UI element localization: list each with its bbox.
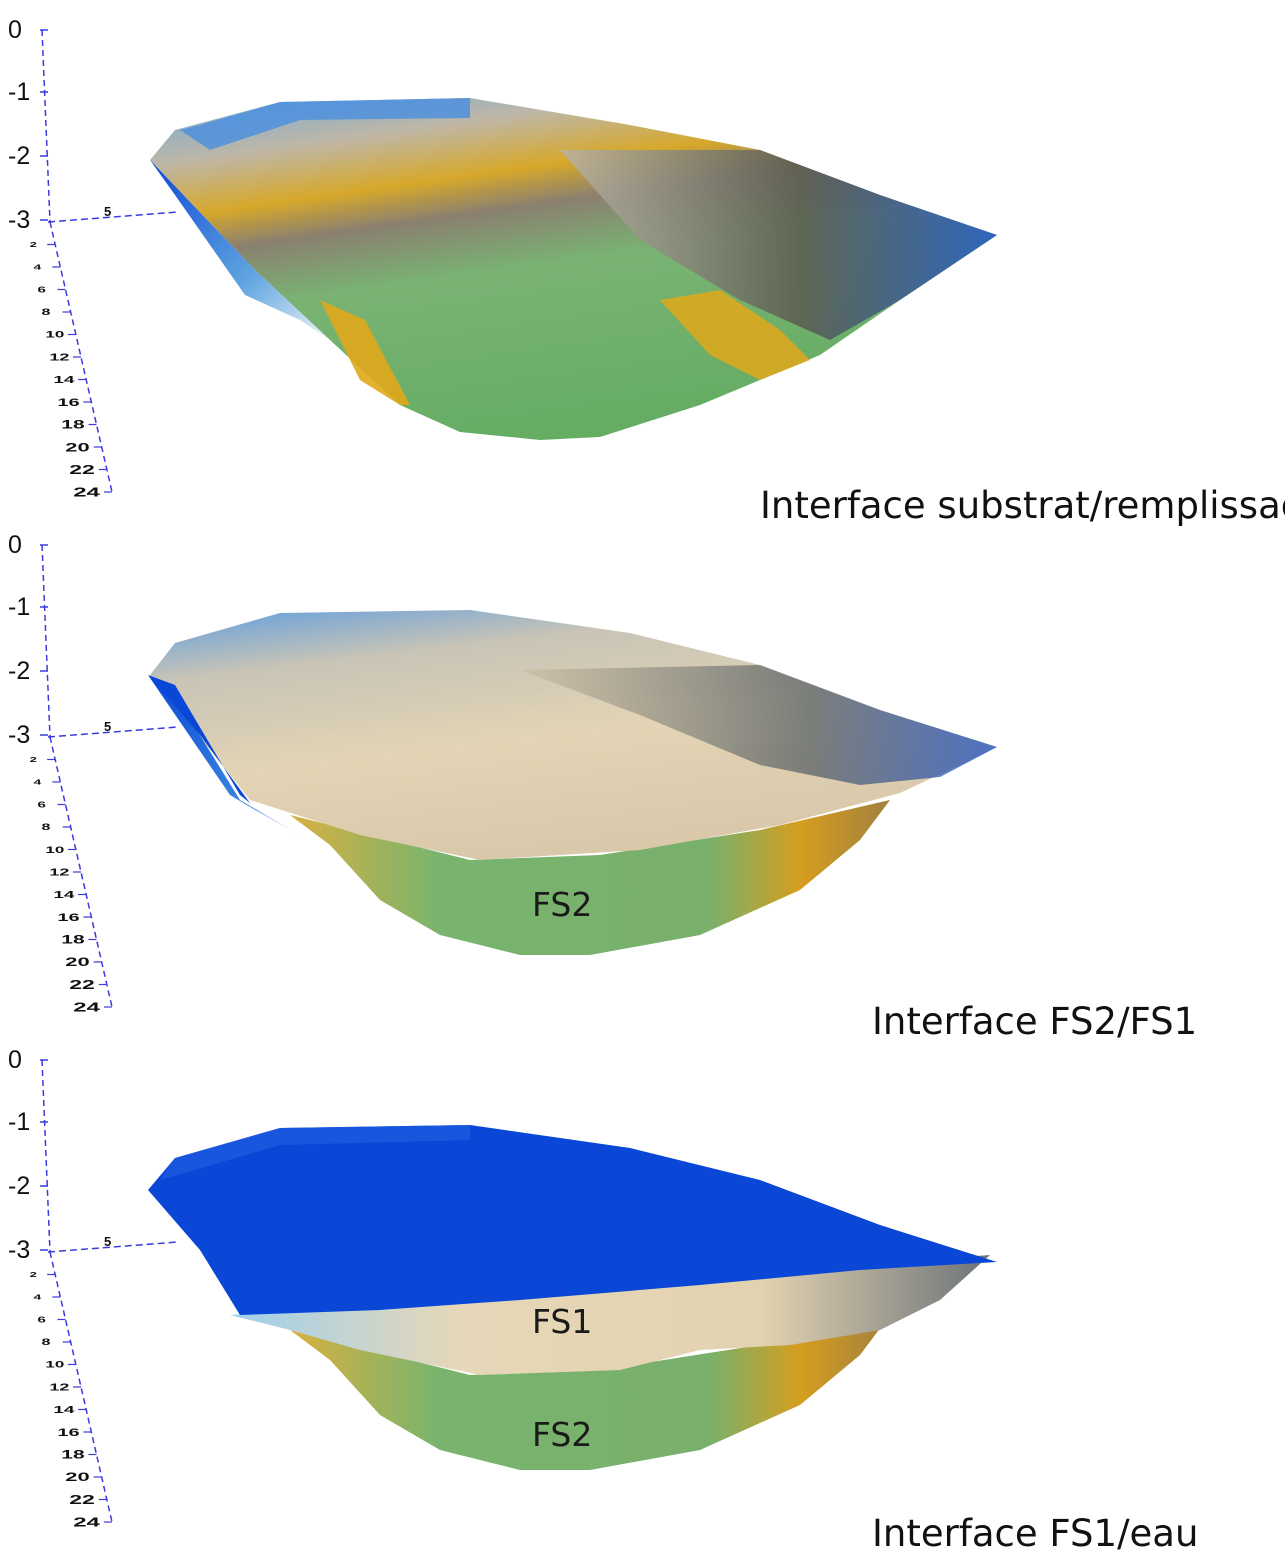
axis-depth-label: 6 xyxy=(38,800,47,810)
axis-line-upper xyxy=(41,29,51,223)
panel-caption: Interface FS1/eau xyxy=(872,1512,1199,1555)
axis-tick-label: -1 xyxy=(8,593,30,621)
axis-depth-label: 10 xyxy=(45,845,64,855)
axis-depth-label: 16 xyxy=(57,1426,79,1438)
axis-depth-label: 2 xyxy=(30,242,37,249)
axis-tick-label: -1 xyxy=(8,78,30,106)
axis-guide-line xyxy=(47,211,179,223)
axis-depth-label: 16 xyxy=(57,911,79,923)
axis-depth-label: 24 xyxy=(73,485,100,500)
axis-tick-label: -3 xyxy=(8,206,30,234)
axis-depth-label: 22 xyxy=(69,1492,95,1506)
axis-marker-label: 5 xyxy=(104,719,111,734)
axis-depth-label: 2 xyxy=(30,1272,37,1279)
axis-tick-label: -3 xyxy=(8,721,30,749)
axis-depth-label: 4 xyxy=(34,264,43,272)
axis-depth-label: 20 xyxy=(65,1470,90,1484)
axis-tick-label: -1 xyxy=(8,1108,30,1136)
layer-label-fs2: FS2 xyxy=(532,1415,593,1454)
axis-tick-label: 0 xyxy=(8,16,22,44)
axis-line-upper xyxy=(41,1059,51,1253)
axis-tick-label: -2 xyxy=(8,1172,30,1200)
axis-depth-label: 8 xyxy=(41,1337,50,1347)
axis-marker-label: 5 xyxy=(104,204,111,219)
axis-depth-label: 14 xyxy=(53,889,75,901)
panel-fs1-eau: FS1 FS2 Interface FS1/eau xyxy=(0,1030,1285,1555)
axis-depth-label: 14 xyxy=(53,1404,75,1416)
axis-depth-label: 24 xyxy=(73,1515,100,1530)
axis-depth-label: 8 xyxy=(41,307,50,317)
axis-depth-label: 4 xyxy=(34,779,43,787)
axis-depth-label: 22 xyxy=(69,462,95,476)
layer-label-fs1: FS1 xyxy=(532,1302,593,1341)
axis-depth-label: 20 xyxy=(65,955,90,969)
axis-depth-label: 16 xyxy=(57,396,79,408)
axis-guide-line xyxy=(47,726,179,738)
axis-guide-line xyxy=(47,1241,179,1253)
panel-substrat: Interface substrat/remplissage xyxy=(0,0,1285,527)
axis-depth-label: 6 xyxy=(38,285,47,295)
basin-surface-3 xyxy=(148,1125,997,1470)
axis-depth-label: 18 xyxy=(61,933,84,946)
axis-depth-label: 12 xyxy=(49,1382,69,1393)
axis-depth-label: 14 xyxy=(53,374,75,386)
axis-depth-label: 18 xyxy=(61,418,84,431)
layer-label-fs2: FS2 xyxy=(532,885,593,924)
axis-depth-label: 20 xyxy=(65,440,90,454)
axis-depth-label: 12 xyxy=(49,352,69,363)
axis-tick-label: -3 xyxy=(8,1236,30,1264)
axis-depth-label: 18 xyxy=(61,1448,84,1461)
axis-depth-label: 22 xyxy=(69,977,95,991)
axis-depth-label: 10 xyxy=(45,1360,64,1370)
axis-depth-label: 8 xyxy=(41,822,50,832)
axis-line-upper xyxy=(41,544,51,738)
axis-depth-label: 6 xyxy=(38,1315,47,1325)
axis-depth-label: 4 xyxy=(34,1294,43,1302)
axis-marker-label: 5 xyxy=(104,1234,111,1249)
axis-depth-label: 2 xyxy=(30,757,37,764)
panel-fs2-fs1: FS2 Interface FS2/FS1 xyxy=(0,515,1285,1043)
axis-tick-label: 0 xyxy=(8,1046,22,1074)
axis-depth-label: 10 xyxy=(45,330,64,340)
axis-depth-label: 12 xyxy=(49,867,69,878)
basin-surface-1 xyxy=(150,98,997,440)
basin-surface-2 xyxy=(148,610,997,955)
panel-caption: Interface substrat/remplissage xyxy=(760,484,1285,527)
axis-tick-label: -2 xyxy=(8,657,30,685)
axis-tick-label: -2 xyxy=(8,142,30,170)
axis-depth-label: 24 xyxy=(73,1000,100,1015)
axis-tick-label: 0 xyxy=(8,531,22,559)
panel-caption: Interface FS2/FS1 xyxy=(872,1000,1198,1043)
